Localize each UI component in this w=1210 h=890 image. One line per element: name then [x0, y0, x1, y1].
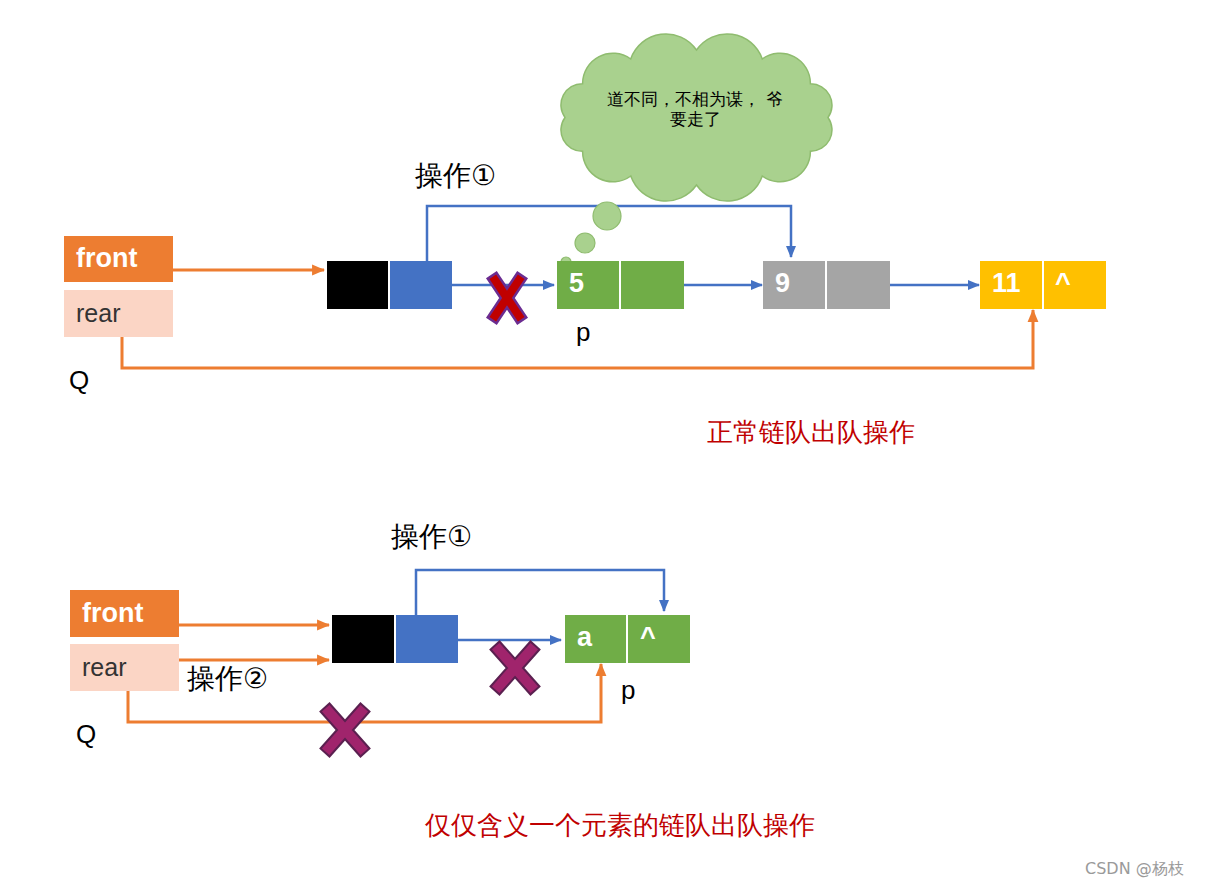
node-value: 11: [992, 268, 1021, 299]
operation-label: 操作②: [187, 663, 268, 695]
cloud-outline: [561, 34, 832, 201]
operation-label: 操作①: [391, 521, 472, 553]
pointer-cell: [1044, 261, 1106, 309]
figure-caption: 正常链队出队操作: [707, 418, 915, 448]
rear-field: rear: [64, 290, 173, 337]
node-value: front: [76, 243, 137, 274]
node-value: 9: [775, 268, 790, 299]
queue-name: Q: [76, 720, 96, 750]
watermark: CSDN @杨枝: [1085, 860, 1184, 878]
node-value: rear: [82, 653, 126, 682]
queue-node: a^: [565, 615, 690, 663]
cross-mark: [329, 712, 361, 748]
data-cell: [557, 261, 619, 309]
cross-mark-outline: [329, 712, 361, 748]
head-pointer-cell: [390, 261, 452, 309]
figure-caption: 仅仅含义一个元素的链队出队操作: [425, 811, 815, 841]
front-field: front: [64, 236, 173, 282]
node-value: a: [577, 622, 592, 653]
rear-field: rear: [70, 644, 179, 691]
head-next-pointer: [458, 639, 561, 642]
thought-bubble: [593, 202, 621, 230]
node-value: rear: [76, 299, 120, 328]
next-pointer: [684, 284, 762, 287]
cross-mark: [499, 650, 531, 686]
head-data-cell: [327, 261, 388, 309]
thought-bubble: [575, 233, 595, 253]
data-cell: [763, 261, 825, 309]
rear-pointer: [122, 310, 1033, 368]
pointer-cell: [621, 261, 684, 309]
speech-text: 道不同，不相为谋， 爷要走了: [605, 90, 785, 129]
node-value: front: [82, 598, 143, 629]
cross-mark-outline: [495, 280, 519, 316]
queue-name: Q: [69, 366, 89, 396]
thought-cloud: 道不同，不相为谋， 爷要走了: [543, 30, 850, 205]
rear-pointer: [179, 659, 329, 662]
data-cell: [565, 615, 626, 663]
null-pointer: ^: [1055, 268, 1071, 299]
head-pointer-cell: [396, 615, 458, 663]
operation-label: 操作①: [415, 160, 496, 192]
front-pointer: [179, 624, 329, 627]
queue-node: 11 ^: [980, 261, 1106, 309]
cross-mark-fill: [495, 280, 519, 316]
pointer-name: p: [621, 676, 635, 706]
pointer-cell: [628, 615, 690, 663]
queue-node: 9: [763, 261, 890, 309]
node-value: 5: [569, 268, 584, 299]
front-field: front: [70, 590, 179, 637]
queue-node: 5: [557, 261, 684, 309]
null-pointer: ^: [640, 622, 656, 653]
cross-mark: [495, 280, 519, 316]
cross-mark-outline: [499, 650, 531, 686]
next-pointer: [890, 284, 979, 287]
front-pointer: [173, 269, 324, 272]
cross-mark-fill: [499, 650, 531, 686]
bypass-pointer: [416, 570, 664, 615]
pointer-cell: [827, 261, 890, 309]
cross-mark-fill: [329, 712, 361, 748]
pointer-name: p: [576, 318, 590, 348]
head-data-cell: [332, 615, 394, 663]
